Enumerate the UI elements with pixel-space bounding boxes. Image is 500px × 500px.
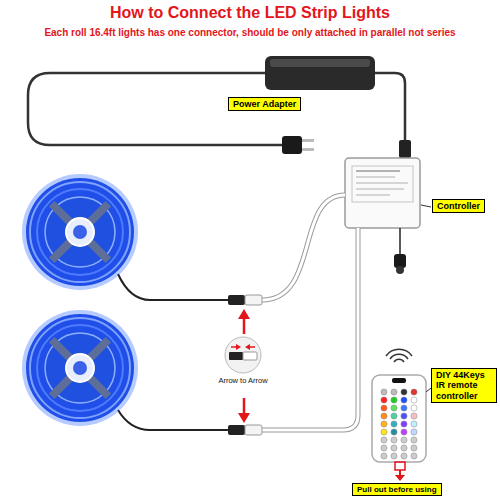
remote-button: [401, 445, 407, 451]
remote-button: [411, 389, 417, 395]
remote-button: [381, 421, 387, 427]
output-cable-core: [262, 195, 345, 300]
label-text: Power Adapter: [233, 99, 296, 109]
ir-wire: [399, 228, 401, 254]
ir-receiver: [394, 254, 406, 268]
remote-button: [391, 445, 397, 451]
remote-button: [381, 445, 387, 451]
plug-body: [282, 136, 302, 154]
inset-male: [243, 352, 257, 360]
remote-button: [391, 437, 397, 443]
sticker-marking: [356, 194, 390, 195]
remote-button: [411, 397, 417, 403]
ir-wave: [394, 359, 404, 362]
remote-button: [411, 405, 417, 411]
dc-jack: [399, 140, 411, 158]
output-cable: [262, 228, 358, 430]
remote-button: [381, 413, 387, 419]
remote-button: [401, 413, 407, 419]
red-arrowhead: [238, 309, 250, 319]
sticker-marking: [356, 176, 395, 177]
leader-line: [421, 205, 431, 207]
callout-label: DIY 44Keys IR remote controller: [431, 368, 497, 403]
adapter-brick: [265, 56, 375, 90]
ir-wave: [390, 354, 408, 359]
remote-ir-window: [392, 378, 406, 383]
callout-label: Pull out before using: [352, 483, 442, 496]
remote-button: [381, 437, 387, 443]
battery-tab: [395, 462, 405, 470]
red-arrowhead: [395, 475, 405, 481]
remote-button: [401, 429, 407, 435]
remote-button: [381, 389, 387, 395]
remote-button: [391, 397, 397, 403]
remote-button: [411, 413, 417, 419]
remote-button: [401, 389, 407, 395]
remote-button: [411, 429, 417, 435]
remote-button: [391, 405, 397, 411]
sticker-marking: [356, 188, 404, 189]
callout-label: Controller: [432, 199, 485, 213]
led-reel: [22, 310, 138, 426]
remote-button: [391, 389, 397, 395]
led-reel: [22, 174, 138, 290]
remote-button: [401, 405, 407, 411]
strip-lead: [118, 274, 228, 300]
remote-button: [381, 453, 387, 459]
remote-button: [411, 437, 417, 443]
controller-sticker: [352, 166, 413, 202]
remote-button: [401, 453, 407, 459]
remote-button: [391, 453, 397, 459]
red-arrowhead: [238, 413, 250, 423]
diagram-title: How to Connect the LED Strip Lights: [110, 4, 390, 22]
remote-button: [381, 405, 387, 411]
ir-eye: [396, 266, 404, 274]
remote-button: [401, 437, 407, 443]
inset-arrowhead: [236, 344, 241, 350]
inset-circle: [225, 337, 261, 373]
ir-wave: [386, 349, 412, 356]
remote-button: [381, 429, 387, 435]
remote-button: [411, 453, 417, 459]
label-text: DIY 44Keys IR remote controller: [436, 370, 492, 401]
remote-button: [391, 421, 397, 427]
remote-button: [401, 421, 407, 427]
remote-buttons: [381, 389, 417, 459]
remote-button: [411, 445, 417, 451]
strip-lead: [118, 410, 228, 430]
dc-cable: [375, 73, 405, 140]
sticker-marking: [356, 182, 408, 183]
label-text: Controller: [437, 201, 480, 211]
female-connector: [228, 425, 245, 435]
plug-prong: [302, 148, 314, 151]
remote-body: [372, 375, 426, 462]
output-cable-core: [262, 228, 358, 430]
male-connector: [245, 425, 262, 435]
inset-caption: Arrow to Arrow: [216, 376, 269, 385]
female-connector: [228, 295, 245, 305]
remote-button: [381, 397, 387, 403]
inset-arrowhead: [245, 344, 250, 350]
remote-button: [391, 429, 397, 435]
subtitle-note: Each roll 16.4ft lights has one connecto…: [44, 27, 455, 38]
output-cable: [262, 195, 345, 300]
remote-button: [391, 413, 397, 419]
inset-female: [229, 352, 243, 360]
remote-button: [401, 397, 407, 403]
sticker-marking: [356, 170, 400, 172]
plug-prong: [302, 139, 314, 142]
red-arrow: [243, 318, 246, 334]
controller-box: [345, 158, 420, 228]
remote-button: [411, 421, 417, 427]
label-text: Pull out before using: [357, 485, 437, 494]
adapter-highlight: [270, 59, 370, 67]
callout-label: Power Adapter: [228, 97, 301, 111]
male-connector: [245, 295, 262, 305]
red-arrow: [243, 398, 246, 414]
